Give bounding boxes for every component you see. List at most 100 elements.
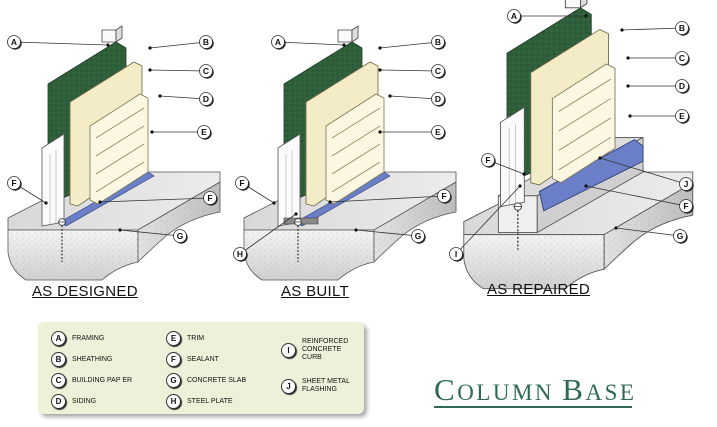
legend-item-framing: A Framing bbox=[51, 331, 104, 346]
callout-letter: E bbox=[201, 127, 207, 137]
callout-badge-ring bbox=[437, 189, 451, 203]
callout-badge: B bbox=[675, 21, 690, 36]
callout-badge-ring bbox=[203, 191, 217, 205]
callout-leader bbox=[119, 229, 181, 237]
callout-badge: A bbox=[507, 9, 522, 24]
callout-badge-ring bbox=[679, 177, 693, 191]
callout-leader bbox=[239, 213, 297, 255]
legend-label: Concrete Slab bbox=[187, 376, 247, 384]
callout-leader-dot bbox=[518, 184, 522, 188]
callout-badge: G bbox=[673, 229, 688, 244]
legend-item-building-paper: C Building Pap er bbox=[51, 373, 132, 388]
callout-badge: E bbox=[675, 109, 690, 124]
callout-letter: F bbox=[207, 193, 212, 203]
callout-badge: F bbox=[7, 176, 22, 191]
callout-badge-ring bbox=[675, 109, 689, 123]
callout-letter: E bbox=[679, 111, 685, 121]
legend-item-sealant: F Sealant bbox=[166, 352, 219, 367]
title-word: ASE bbox=[585, 380, 637, 405]
callout-leader-dot bbox=[584, 184, 588, 188]
callout-leader-dot bbox=[378, 130, 382, 134]
callout-letter: C bbox=[203, 66, 209, 76]
legend-label: Sheathing bbox=[72, 355, 113, 363]
trim-board bbox=[41, 133, 65, 227]
detail-panels bbox=[7, 0, 694, 290]
legend-badge: A bbox=[51, 331, 66, 346]
callout-badge: B bbox=[199, 35, 214, 50]
callout-leader bbox=[277, 41, 345, 46]
framing-side bbox=[351, 25, 359, 43]
trim-board bbox=[500, 106, 525, 208]
siding bbox=[325, 93, 385, 205]
callout-badge: A bbox=[7, 35, 22, 50]
callout-letter: A bbox=[11, 37, 17, 47]
callout-letter: B bbox=[203, 37, 209, 47]
callout-leader-dot bbox=[598, 156, 602, 160]
callout-leader bbox=[621, 27, 683, 31]
legend-badge: C bbox=[51, 373, 66, 388]
slab-speckle bbox=[8, 230, 138, 280]
callout-letter: D bbox=[679, 81, 685, 91]
callout-leader-dot bbox=[388, 94, 392, 98]
callout-letter: F bbox=[485, 155, 490, 165]
callout-leader bbox=[599, 157, 687, 185]
legend-item-flashing: J Sheet Metal Flashing bbox=[281, 378, 350, 394]
callout-badge-ring bbox=[411, 229, 425, 243]
legend-label: Sheet Metal Flashing bbox=[302, 378, 350, 393]
callout-leader-dot bbox=[158, 94, 162, 98]
siding-board-line bbox=[558, 117, 611, 151]
slab-speckle bbox=[604, 182, 693, 270]
siding-board-line bbox=[558, 137, 611, 171]
siding-face bbox=[551, 63, 616, 184]
callout-badge: B bbox=[431, 35, 446, 50]
caption-as-designed: AS DESIGNED bbox=[32, 283, 138, 300]
callout-badge-ring bbox=[675, 21, 689, 35]
callout-badge: F bbox=[203, 191, 218, 206]
callout-badge-ring bbox=[675, 79, 689, 93]
trim-board bbox=[277, 133, 301, 227]
legend-badge: B bbox=[51, 352, 66, 367]
callout-leader-dot bbox=[98, 200, 102, 204]
callout-badge-ring bbox=[449, 247, 463, 261]
legend-label: Siding bbox=[72, 397, 97, 405]
callout-badge-ring bbox=[431, 64, 445, 78]
callout-leader bbox=[329, 195, 445, 203]
siding-board-line bbox=[558, 78, 611, 112]
callout-badge: E bbox=[431, 125, 446, 140]
siding bbox=[89, 93, 149, 205]
callout-letter: G bbox=[677, 231, 684, 241]
siding-board-line bbox=[95, 107, 145, 139]
callout-badge-ring bbox=[431, 35, 445, 49]
callout-letter: F bbox=[683, 201, 688, 211]
siding-board-line bbox=[95, 143, 145, 175]
legend-label: Reinforced Concrete Curb bbox=[302, 338, 349, 361]
callout-leader bbox=[13, 41, 109, 46]
legend-item-concrete-curb: I Reinforced Concrete Curb bbox=[281, 338, 348, 362]
wall-assembly bbox=[277, 25, 385, 227]
callout-leader-dot bbox=[272, 201, 276, 205]
callout-badge-ring bbox=[199, 64, 213, 78]
callout-badge: G bbox=[173, 229, 188, 244]
callout-badge-ring bbox=[199, 92, 213, 106]
callout-leader bbox=[379, 69, 439, 72]
callout-badge: F bbox=[235, 176, 250, 191]
callout-badge-ring bbox=[431, 92, 445, 106]
callout-letter: D bbox=[435, 94, 441, 104]
callout-leader-dot bbox=[328, 200, 332, 204]
slab-speckle bbox=[463, 234, 605, 289]
legend-badge: F bbox=[166, 352, 181, 367]
callout-leader bbox=[355, 229, 419, 237]
callout-leader bbox=[585, 185, 687, 207]
callout-leader-dot bbox=[620, 28, 624, 32]
callout-letter: G bbox=[177, 231, 184, 241]
framing-top bbox=[564, 0, 581, 9]
callout-badge-ring bbox=[197, 125, 211, 139]
legend-label: Steel Plate bbox=[187, 397, 233, 405]
callout-leader bbox=[149, 41, 207, 49]
callout-letter: D bbox=[203, 94, 209, 104]
callout-leader-dot bbox=[626, 84, 630, 88]
title-initial: C bbox=[434, 372, 458, 407]
siding-face bbox=[325, 93, 385, 205]
callout-badge: A bbox=[271, 35, 286, 50]
callout-badge-ring bbox=[271, 35, 285, 49]
